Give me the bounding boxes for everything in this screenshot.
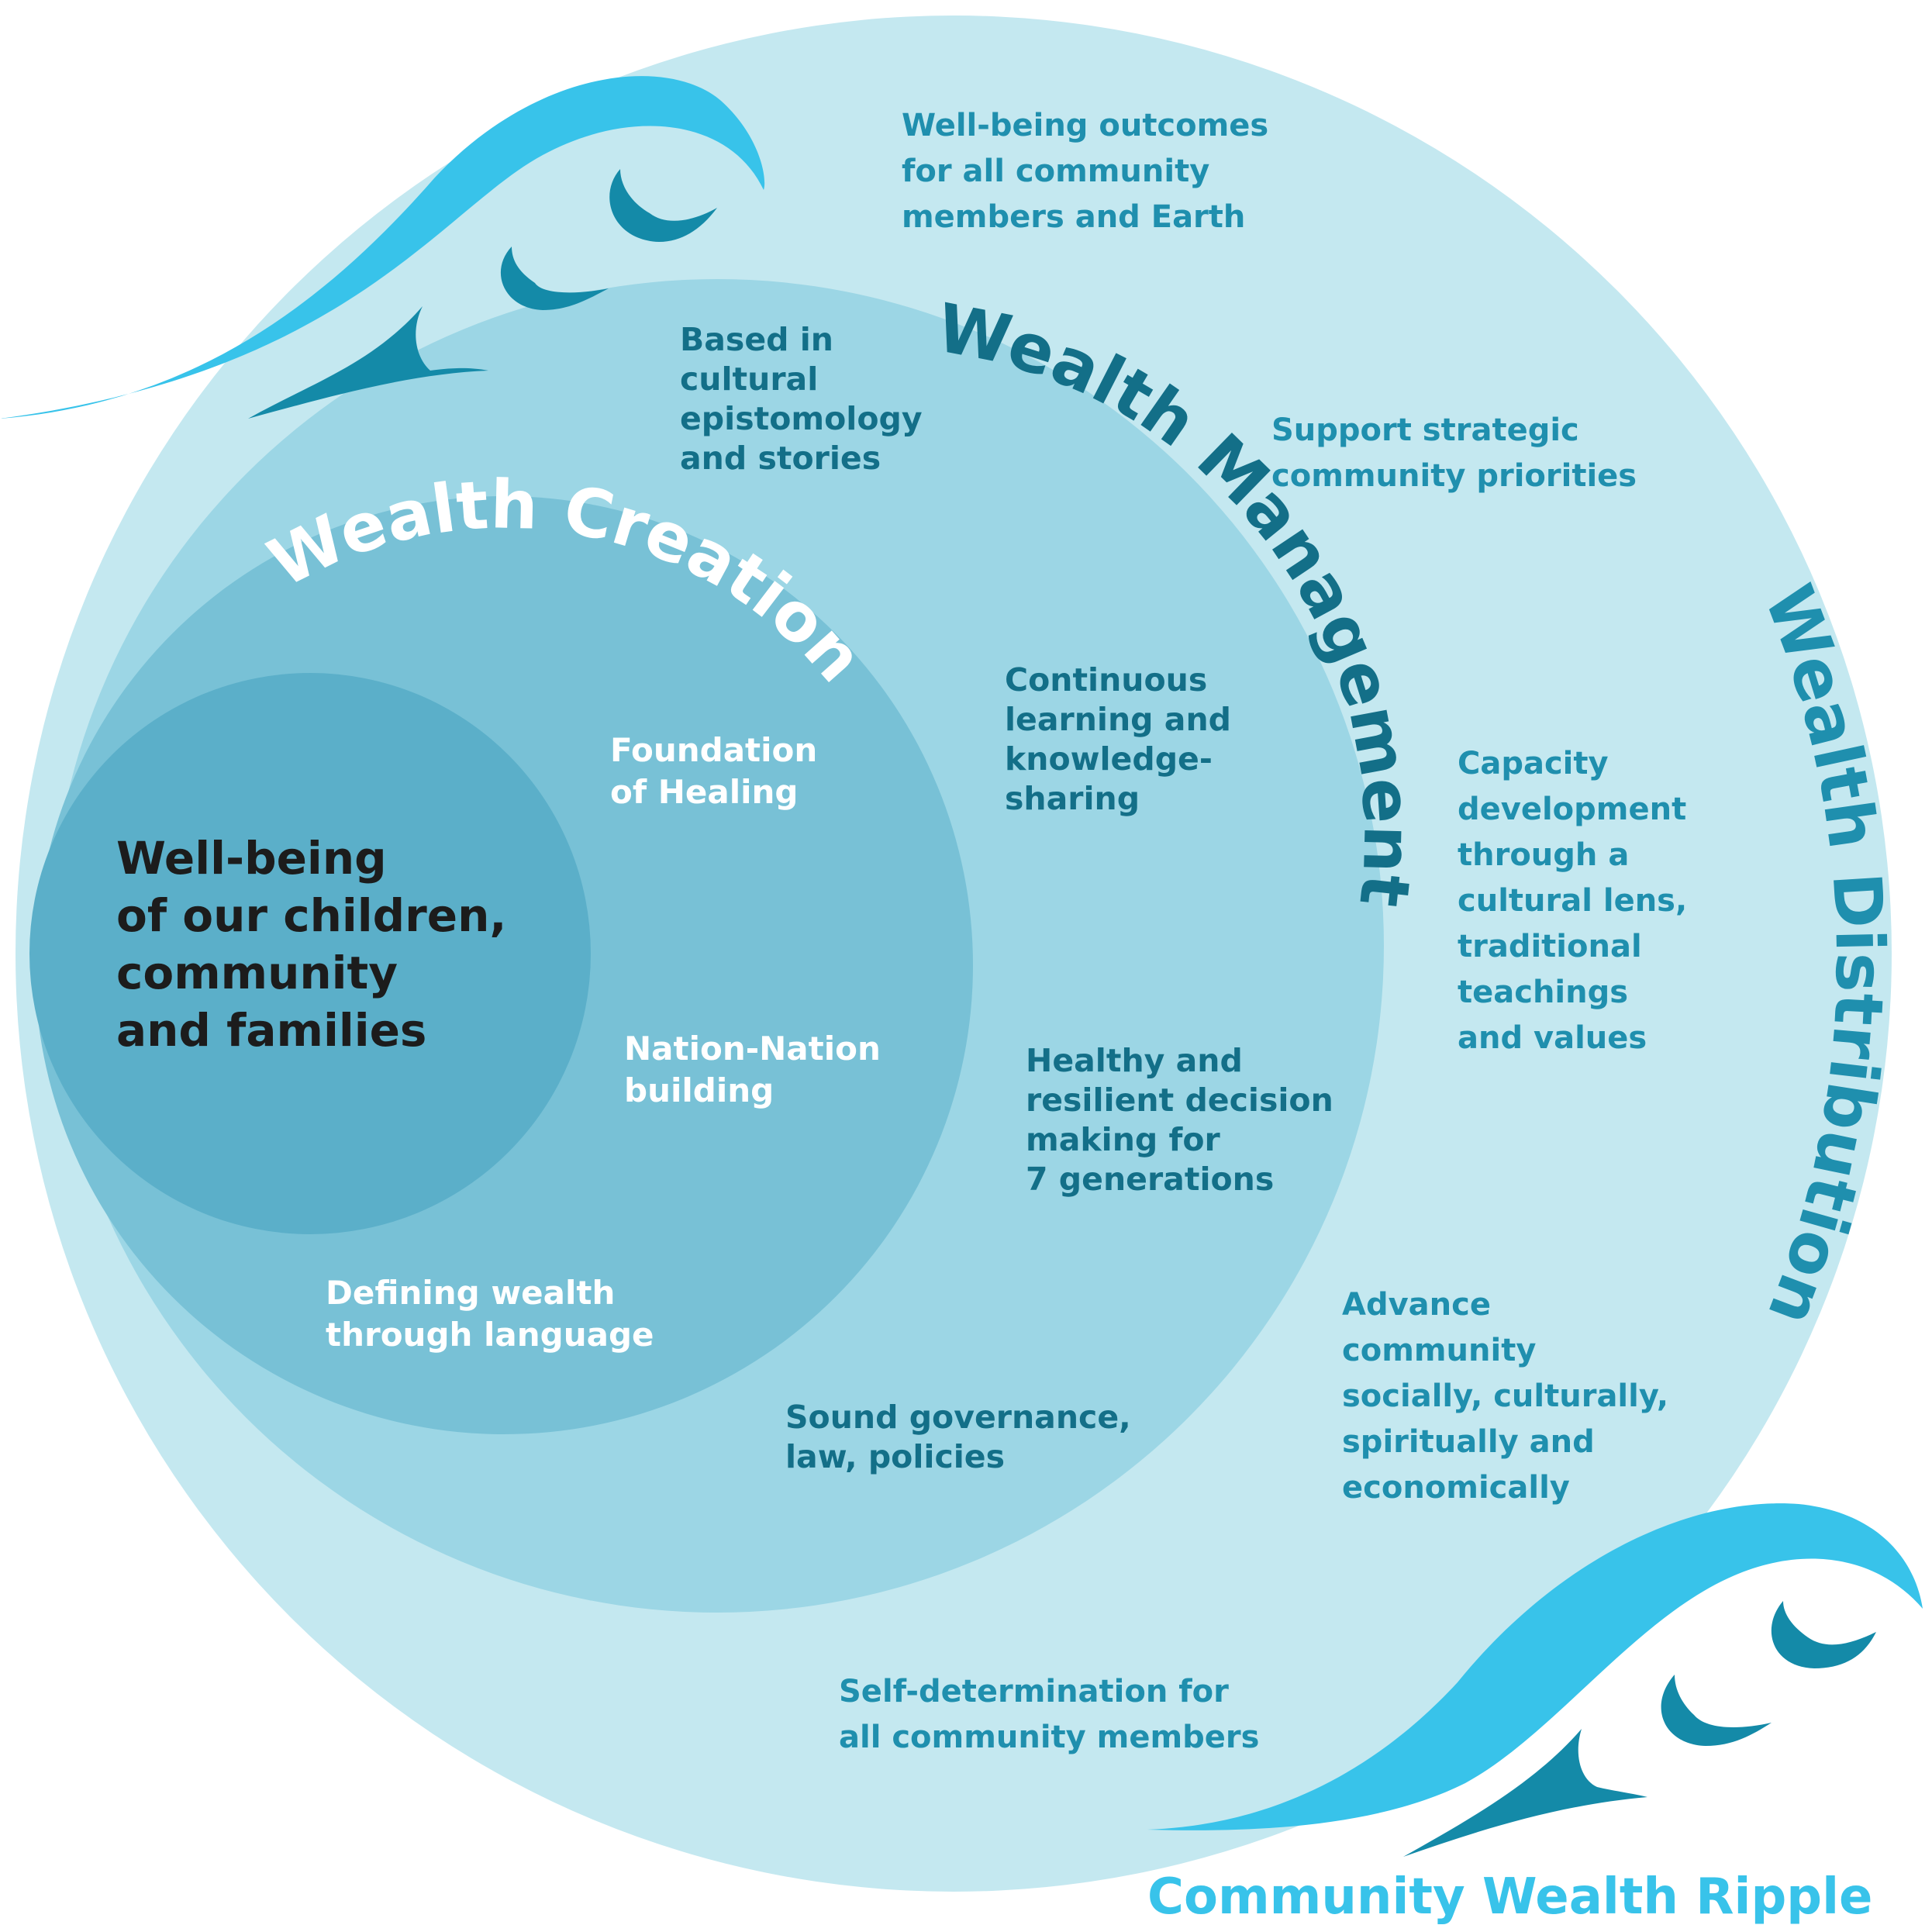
distribution-item-self-determination: Self-determination for all community mem… xyxy=(839,1674,1259,1755)
creation-item-defining-wealth: Defining wealth through language xyxy=(326,1274,654,1354)
distribution-item-wellbeing-outcomes: Well-being outcomes for all community me… xyxy=(902,108,1279,235)
center-wellbeing-text: Well-being of our children, community an… xyxy=(116,832,523,1057)
bottom-wave-icon xyxy=(1147,1503,1923,1857)
distribution-item-advance-community: Advance community socially, culturally, … xyxy=(1342,1287,1679,1506)
distribution-item-capacity-development: Capacity development through a cultural … xyxy=(1458,746,1698,1056)
core-circle xyxy=(29,673,591,1234)
management-item-sound-governance: Sound governance, law, policies xyxy=(785,1399,1142,1475)
creation-item-foundation-of-healing: Foundation of Healing xyxy=(610,731,829,811)
management-item-cultural-epistemology: Based in cultural epistomology and stori… xyxy=(680,321,933,477)
distribution-item-strategic-priorities: Support strategic community priorities xyxy=(1271,412,1637,494)
creation-item-nation-building: Nation-Nation building xyxy=(624,1030,892,1109)
management-item-decision-making: Healthy and resilient decision making fo… xyxy=(1026,1042,1344,1198)
top-wave-icon xyxy=(0,76,765,419)
footer-title: Community Wealth Ripple xyxy=(1147,1868,1872,1925)
management-item-continuous-learning: Continuous learning and knowledge- shari… xyxy=(1005,661,1242,817)
